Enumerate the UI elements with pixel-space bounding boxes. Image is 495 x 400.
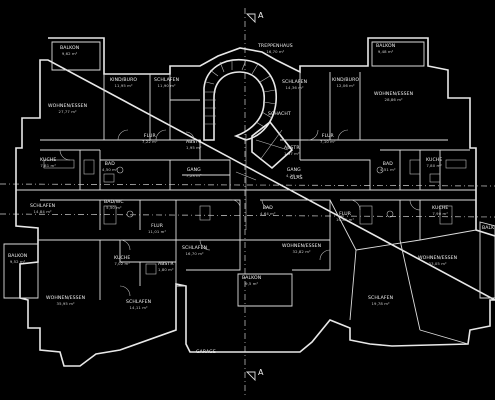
staircase bbox=[203, 59, 277, 141]
room-label: GLAS bbox=[290, 176, 303, 181]
exterior-wall bbox=[15, 37, 495, 367]
section-mark-top: A bbox=[258, 11, 264, 20]
center-hall-lines bbox=[235, 134, 257, 230]
section-mark-bottom: A bbox=[258, 368, 264, 377]
balcony-right bbox=[479, 221, 495, 299]
section-axis-horizontal bbox=[0, 213, 495, 218]
balcony-top-right bbox=[371, 41, 425, 67]
door-swings bbox=[59, 129, 421, 297]
balcony-top-left bbox=[51, 41, 101, 71]
sanitary-fixtures bbox=[43, 159, 467, 275]
section-arrow-top bbox=[245, 13, 256, 24]
section-axis-horizontal-2 bbox=[0, 183, 495, 187]
stair-treads bbox=[204, 59, 277, 129]
room-label: GARAGE bbox=[196, 350, 216, 355]
balcony-center bbox=[237, 273, 293, 307]
elevator-shaft bbox=[251, 120, 294, 170]
section-arrow-bottom bbox=[245, 371, 256, 382]
elevator-cross bbox=[255, 129, 289, 161]
balcony-left bbox=[3, 243, 39, 299]
room-label: SCHACHT bbox=[268, 112, 291, 117]
interior-walls bbox=[16, 72, 477, 345]
room-label: BALK bbox=[482, 226, 495, 231]
